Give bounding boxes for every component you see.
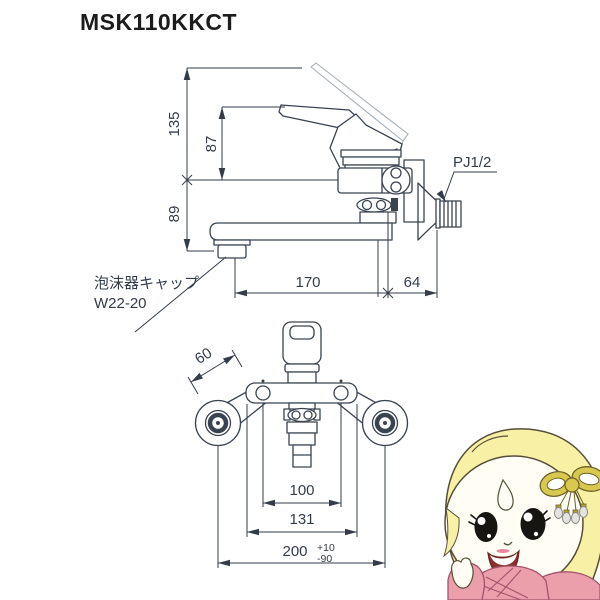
mascot-ribbon <box>539 466 600 524</box>
dim-height-spout: 89 <box>166 206 183 223</box>
mascot-character <box>442 428 600 600</box>
phantom-lever <box>310 62 409 142</box>
aerator-cap <box>217 244 247 259</box>
dim-spout-reach: 170 <box>295 274 320 291</box>
thread-pipe <box>439 200 462 228</box>
left-flange <box>194 399 242 447</box>
dim-tolerance-minus: -90 <box>317 553 332 565</box>
mascot-hand <box>451 557 474 589</box>
mascot-nose <box>503 541 513 546</box>
thread-size-label: PJ1/2 <box>453 154 491 171</box>
front-view-drawing: 60 100 131 200 +10 -90 <box>187 321 409 568</box>
dim-mount-pitch: 200 <box>282 543 307 560</box>
dim-body-width: 131 <box>289 511 314 528</box>
forehead-drop <box>497 478 514 511</box>
aerator-cap-label: 泡沫器キャップ <box>94 275 199 292</box>
side-view-drawing: 135 87 89 170 64 PJ1/2 泡沫器キャップ W22-20 <box>94 62 497 333</box>
aerator-cap-spec: W22-20 <box>94 295 147 312</box>
ribbon-tassels <box>554 503 588 524</box>
dim-wall-offset: 64 <box>404 274 421 291</box>
dim-hole-pitch: 100 <box>289 482 314 499</box>
dim-arm-offset: 60 <box>192 345 215 368</box>
right-flange <box>361 399 409 447</box>
dim-tolerance-plus: +10 <box>317 542 335 554</box>
mascot-eyes <box>468 508 551 542</box>
spout <box>209 222 393 241</box>
dim-height-handle: 87 <box>203 136 220 153</box>
page-title: MSK110KKCT <box>80 9 238 35</box>
dim-height-total: 135 <box>166 111 183 136</box>
